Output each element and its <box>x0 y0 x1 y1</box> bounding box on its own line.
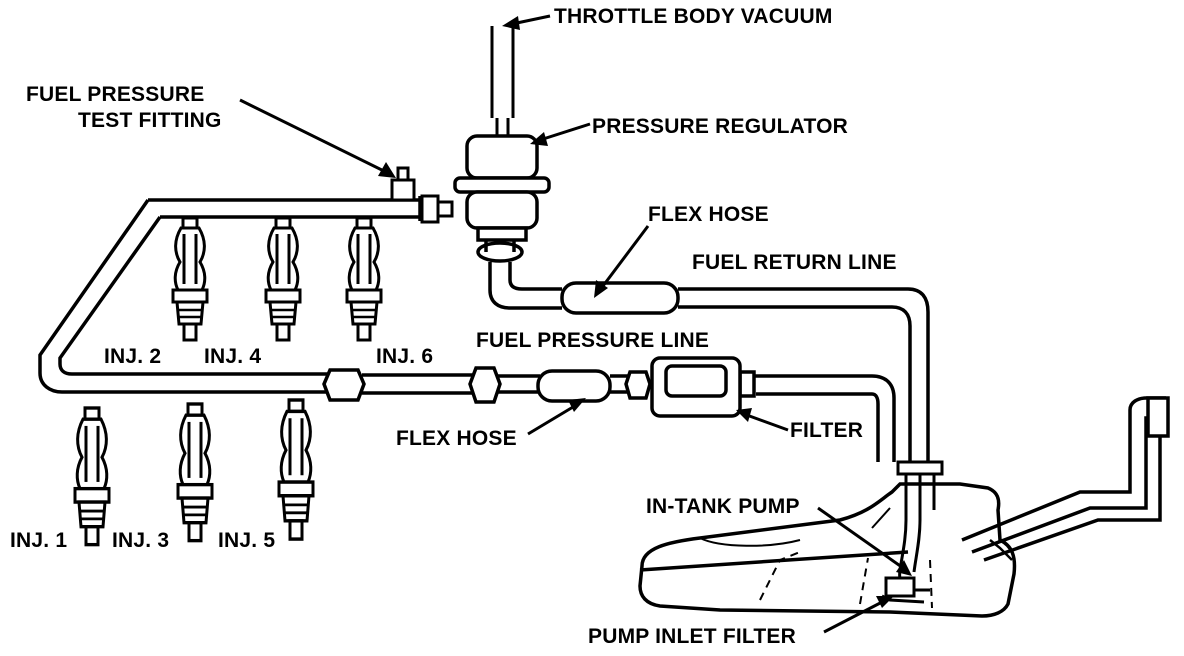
injector-6 <box>345 216 383 342</box>
injector-4 <box>264 216 302 342</box>
fuel-filter <box>650 356 742 418</box>
injector-5 <box>277 398 315 541</box>
injector-2 <box>171 216 209 342</box>
rail-regulator-fitting <box>420 194 454 224</box>
test-fitting <box>390 166 416 202</box>
flex-hose-top <box>560 281 680 315</box>
leader-arrows <box>239 14 912 634</box>
label-flex-hose-top: FLEX HOSE <box>648 203 769 226</box>
label-inj-4: INJ. 4 <box>204 345 262 368</box>
label-inj-3: INJ. 3 <box>112 529 170 552</box>
label-filter: FILTER <box>790 419 864 442</box>
injector-3 <box>176 402 214 543</box>
filler-neck <box>961 396 1170 562</box>
label-fuel-return-line: FUEL RETURN LINE <box>692 251 897 274</box>
label-inj-6: INJ. 6 <box>376 345 434 368</box>
flex-hose-bottom <box>536 369 612 403</box>
vacuum-hose <box>490 26 515 136</box>
label-flex-hose-bottom: FLEX HOSE <box>396 427 517 450</box>
label-inj-2: INJ. 2 <box>104 345 162 368</box>
injector-1 <box>73 406 111 547</box>
label-in-tank-pump: IN-TANK PUMP <box>646 495 800 518</box>
fuel-return-line <box>678 287 930 462</box>
fuel-pressure-line <box>362 373 896 462</box>
label-inj-5: INJ. 5 <box>218 529 276 552</box>
pressure-line-fittings <box>322 366 756 404</box>
pressure-regulator <box>453 134 551 242</box>
label-pressure-regulator: PRESSURE REGULATOR <box>592 115 849 138</box>
label-throttle-body-vacuum: THROTTLE BODY VACUUM <box>554 5 833 28</box>
label-fuel-pressure-line: FUEL PRESSURE LINE <box>476 329 710 352</box>
label-test-fitting: TEST FITTING <box>78 109 222 132</box>
label-pump-inlet-filter: PUMP INLET FILTER <box>588 625 796 648</box>
label-fuel-pressure: FUEL PRESSURE <box>26 83 205 106</box>
label-inj-1: INJ. 1 <box>10 529 68 552</box>
return-elbow <box>476 240 562 310</box>
